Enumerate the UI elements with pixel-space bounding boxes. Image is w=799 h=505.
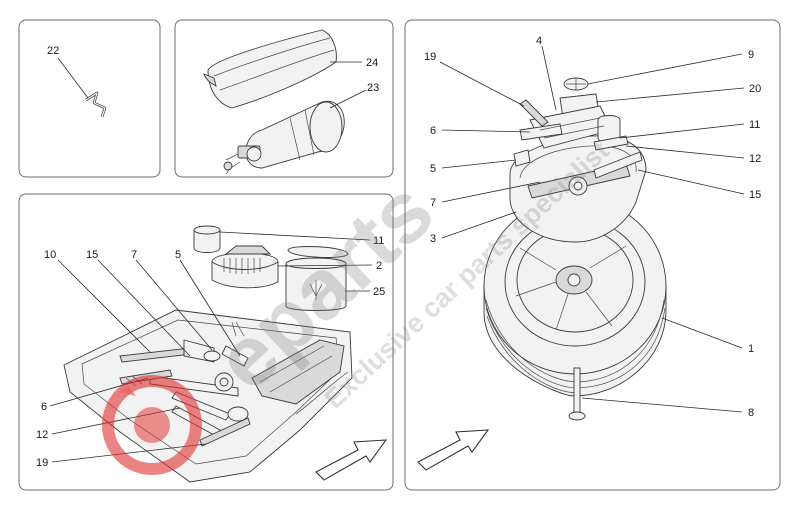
callout-25: 25 bbox=[373, 286, 385, 298]
leader-6-wheel bbox=[441, 129, 531, 133]
callout-5-tray: 5 bbox=[175, 249, 181, 261]
callout-7-wheel: 7 bbox=[430, 197, 436, 209]
air-compressor-part bbox=[223, 100, 345, 175]
spare-wheel-part bbox=[483, 197, 667, 397]
leader-7-wheel bbox=[441, 181, 541, 203]
leader-15-wheel bbox=[637, 169, 745, 195]
callout-12-tray: 12 bbox=[36, 429, 48, 441]
callout-10: 10 bbox=[44, 249, 56, 261]
wheel-wrench-part bbox=[85, 91, 107, 118]
panel-bag-compressor: 24 23 bbox=[174, 19, 394, 178]
leader-9 bbox=[587, 53, 743, 85]
callout-6-wheel: 6 bbox=[430, 125, 436, 137]
callout-11-tray: 11 bbox=[373, 235, 384, 247]
callout-5-wheel: 5 bbox=[430, 163, 436, 175]
callout-9: 9 bbox=[748, 49, 754, 61]
leader-10 bbox=[57, 259, 151, 353]
callout-6-tray: 6 bbox=[41, 401, 47, 413]
leader-11-tray bbox=[219, 231, 371, 241]
tool-tray-part bbox=[63, 309, 353, 483]
view-direction-arrow bbox=[315, 439, 388, 481]
view-direction-arrow-wheel bbox=[417, 429, 490, 471]
callout-1: 1 bbox=[748, 343, 754, 355]
leader-12-wheel bbox=[625, 145, 745, 159]
leader-19-tray bbox=[51, 443, 207, 463]
compressor-unit-part bbox=[211, 245, 279, 289]
leader-2 bbox=[277, 264, 373, 267]
callout-11-wheel: 11 bbox=[749, 119, 760, 131]
leader-5-tray bbox=[179, 259, 241, 357]
callout-19-wheel: 19 bbox=[424, 51, 436, 63]
panel-wrench: 22 bbox=[18, 19, 161, 178]
callout-24: 24 bbox=[366, 57, 378, 69]
panel-spare-wheel: 19 4 9 20 6 11 12 5 15 7 3 1 8 bbox=[404, 19, 781, 491]
callout-4: 4 bbox=[536, 35, 542, 47]
leader-11-wheel bbox=[619, 123, 745, 139]
callout-12-wheel: 12 bbox=[749, 153, 761, 165]
callout-2: 2 bbox=[376, 260, 382, 272]
leader-5-wheel bbox=[441, 159, 517, 169]
emblem-case-part bbox=[285, 257, 347, 311]
callout-23: 23 bbox=[367, 82, 379, 94]
compressor-stack-part bbox=[519, 93, 629, 151]
callout-15-tray: 15 bbox=[86, 249, 98, 261]
callout-15-wheel: 15 bbox=[749, 189, 761, 201]
leader-23 bbox=[329, 89, 367, 109]
leader-20 bbox=[595, 87, 745, 103]
storage-bag-part bbox=[203, 29, 337, 109]
callout-7-tray: 7 bbox=[131, 249, 137, 261]
callout-3: 3 bbox=[430, 233, 436, 245]
leader-4 bbox=[541, 45, 557, 111]
leader-8 bbox=[581, 397, 743, 413]
leader-7-tray bbox=[135, 259, 213, 351]
callout-8: 8 bbox=[748, 407, 754, 419]
leader-22 bbox=[57, 57, 89, 99]
strap-part bbox=[287, 246, 349, 258]
callout-19-tray: 19 bbox=[36, 457, 48, 469]
valve-stem-part bbox=[568, 367, 586, 421]
leader-15-tray bbox=[97, 259, 191, 357]
callout-22: 22 bbox=[47, 45, 59, 57]
leader-19-wheel bbox=[439, 61, 525, 107]
tyre-sealant-canister-part bbox=[193, 225, 221, 253]
watermark-logo-mark bbox=[102, 375, 202, 475]
sealant-bottle-part bbox=[563, 77, 589, 91]
leader-1 bbox=[661, 317, 743, 349]
leader-3 bbox=[441, 211, 517, 239]
callout-20: 20 bbox=[749, 83, 761, 95]
